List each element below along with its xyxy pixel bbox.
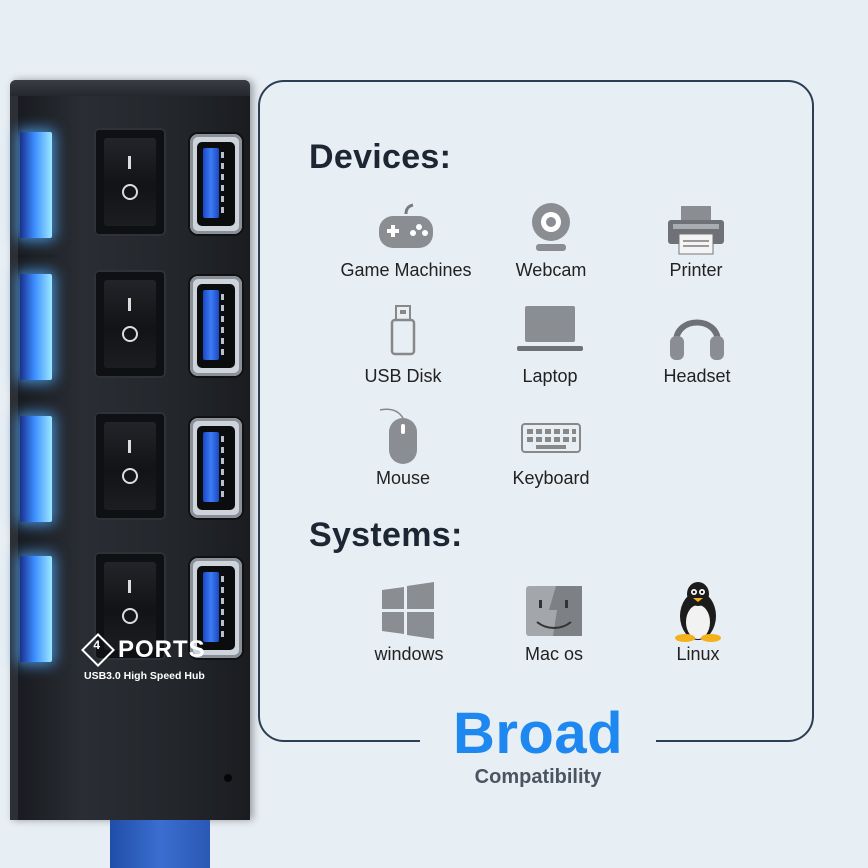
device-mouse: Mouse bbox=[318, 404, 488, 489]
port-led bbox=[20, 416, 52, 522]
usb-port bbox=[190, 276, 242, 376]
systems-title: Systems: bbox=[309, 516, 463, 554]
system-mac-os: Mac os bbox=[469, 580, 639, 665]
switch-off-mark bbox=[122, 326, 138, 342]
device-game-machines: Game Machines bbox=[321, 196, 491, 281]
device-label: Keyboard bbox=[512, 468, 590, 488]
switch-on-mark bbox=[128, 440, 131, 453]
printer-icon bbox=[668, 206, 724, 255]
port-switch[interactable] bbox=[94, 412, 166, 520]
switch-on-mark bbox=[128, 580, 131, 593]
reset-hole bbox=[224, 774, 232, 782]
port-switch[interactable] bbox=[94, 552, 166, 660]
laptop-icon bbox=[517, 306, 583, 351]
switch-rocker bbox=[104, 138, 156, 226]
mac-os-icon bbox=[526, 586, 582, 636]
device-printer: Printer bbox=[611, 196, 781, 281]
switch-rocker bbox=[104, 562, 156, 650]
hub-brand: 4 PORTS USB3.0 High Speed Hub bbox=[81, 633, 234, 682]
keyboard-icon bbox=[521, 423, 581, 453]
device-label: USB Disk bbox=[364, 366, 442, 386]
device-usb-disk: USB Disk bbox=[318, 302, 488, 387]
hub-subtitle: USB3.0 High Speed Hub bbox=[84, 670, 205, 682]
brand-number: 4 bbox=[93, 637, 102, 652]
windows-icon bbox=[382, 582, 434, 639]
system-linux: Linux bbox=[613, 580, 783, 665]
webcam-icon bbox=[532, 203, 570, 251]
headset-icon bbox=[670, 319, 724, 360]
port-led bbox=[20, 274, 52, 380]
linux-icon bbox=[675, 582, 721, 642]
switch-off-mark bbox=[122, 184, 138, 200]
system-label: Mac os bbox=[524, 644, 584, 664]
device-label: Mouse bbox=[375, 468, 431, 488]
broad-headline: Broad bbox=[452, 701, 624, 766]
system-label: windows bbox=[374, 644, 444, 664]
device-label: Webcam bbox=[515, 260, 587, 280]
port-switch[interactable] bbox=[94, 128, 166, 236]
system-label: Linux bbox=[676, 644, 720, 664]
switch-rocker bbox=[104, 422, 156, 510]
usb-disk-icon bbox=[390, 305, 416, 356]
switch-on-mark bbox=[128, 298, 131, 311]
switch-on-mark bbox=[128, 156, 131, 169]
devices-title: Devices: bbox=[309, 138, 452, 176]
device-headset: Headset bbox=[612, 302, 782, 387]
usb-port bbox=[190, 134, 242, 234]
port-led bbox=[20, 132, 52, 238]
switch-off-mark bbox=[122, 468, 138, 484]
usb-hub bbox=[10, 80, 250, 820]
device-label: Game Machines bbox=[340, 260, 472, 280]
switch-off-mark bbox=[122, 608, 138, 624]
device-laptop: Laptop bbox=[465, 302, 635, 387]
port-switch[interactable] bbox=[94, 270, 166, 378]
hub-top-edge bbox=[10, 80, 250, 96]
system-windows: windows bbox=[324, 580, 494, 665]
device-keyboard: Keyboard bbox=[466, 404, 636, 489]
port-led bbox=[20, 556, 52, 662]
device-webcam: Webcam bbox=[466, 196, 636, 281]
mouse-icon bbox=[379, 408, 417, 464]
brand-ports-text: PORTS bbox=[118, 636, 206, 663]
hub-side-strip bbox=[10, 96, 18, 820]
usb-port bbox=[190, 418, 242, 518]
usb-port bbox=[190, 558, 242, 658]
compatibility-subheadline: Compatibility bbox=[474, 766, 602, 788]
gamepad-icon bbox=[379, 203, 433, 248]
device-label: Printer bbox=[669, 260, 723, 280]
device-label: Headset bbox=[663, 366, 731, 386]
switch-rocker bbox=[104, 280, 156, 368]
usb-cable bbox=[110, 820, 210, 868]
device-label: Laptop bbox=[522, 366, 578, 386]
hub-brand-label: 4 PORTS bbox=[81, 633, 234, 667]
brand-diamond-icon: 4 bbox=[81, 633, 115, 667]
